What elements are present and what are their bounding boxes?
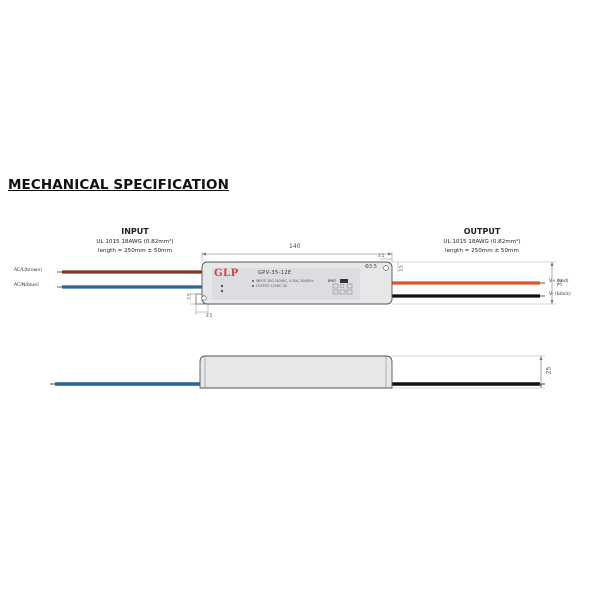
dim-thickness: 25 [545, 366, 553, 375]
wire-label-ac-n: AC/N(blue) [14, 283, 39, 288]
page-title: MECHANICAL SPECIFICATION [8, 177, 230, 193]
device-label-line-1: INPUT: 200-240VAC, 0.35A, 50/60Hz [256, 279, 314, 283]
output-heading: OUTPUT [463, 227, 501, 236]
wire-label-v-plus: V+ (red) [549, 279, 569, 284]
dim-hole: Φ3.5 [365, 264, 377, 270]
device-label-line-2: OUTPUT: 12VDC 3A [256, 284, 287, 288]
device-body-side [199, 355, 393, 389]
brand-logo: GLP [214, 268, 239, 279]
output-length: length = 250mm ± 50mm [445, 248, 519, 254]
input-heading: INPUT [121, 227, 149, 236]
ip-rating: IP67 [328, 279, 336, 283]
input-cable-spec: UL 1015 18AWG (0.82mm²) [96, 239, 174, 245]
wire-label-v-minus: V- (black) [549, 292, 571, 297]
dim-right-offset: 3.5 [378, 253, 385, 258]
input-length: length = 250mm ± 50mm [98, 248, 172, 254]
dim-length: 140 [289, 243, 301, 250]
output-cable-spec: UL 1015 18AWG (0.82mm²) [443, 239, 521, 245]
dim-edge-offset: 3.5 [398, 265, 404, 272]
wire-label-ac-l: AC/L(brown) [14, 268, 43, 273]
dim-bottom-offset: 3.5 [206, 313, 213, 318]
dim-height: 32 [556, 278, 564, 287]
dim-corner-offset: 3.5 [186, 293, 192, 300]
device-model: GPV-35-12E [258, 270, 292, 276]
